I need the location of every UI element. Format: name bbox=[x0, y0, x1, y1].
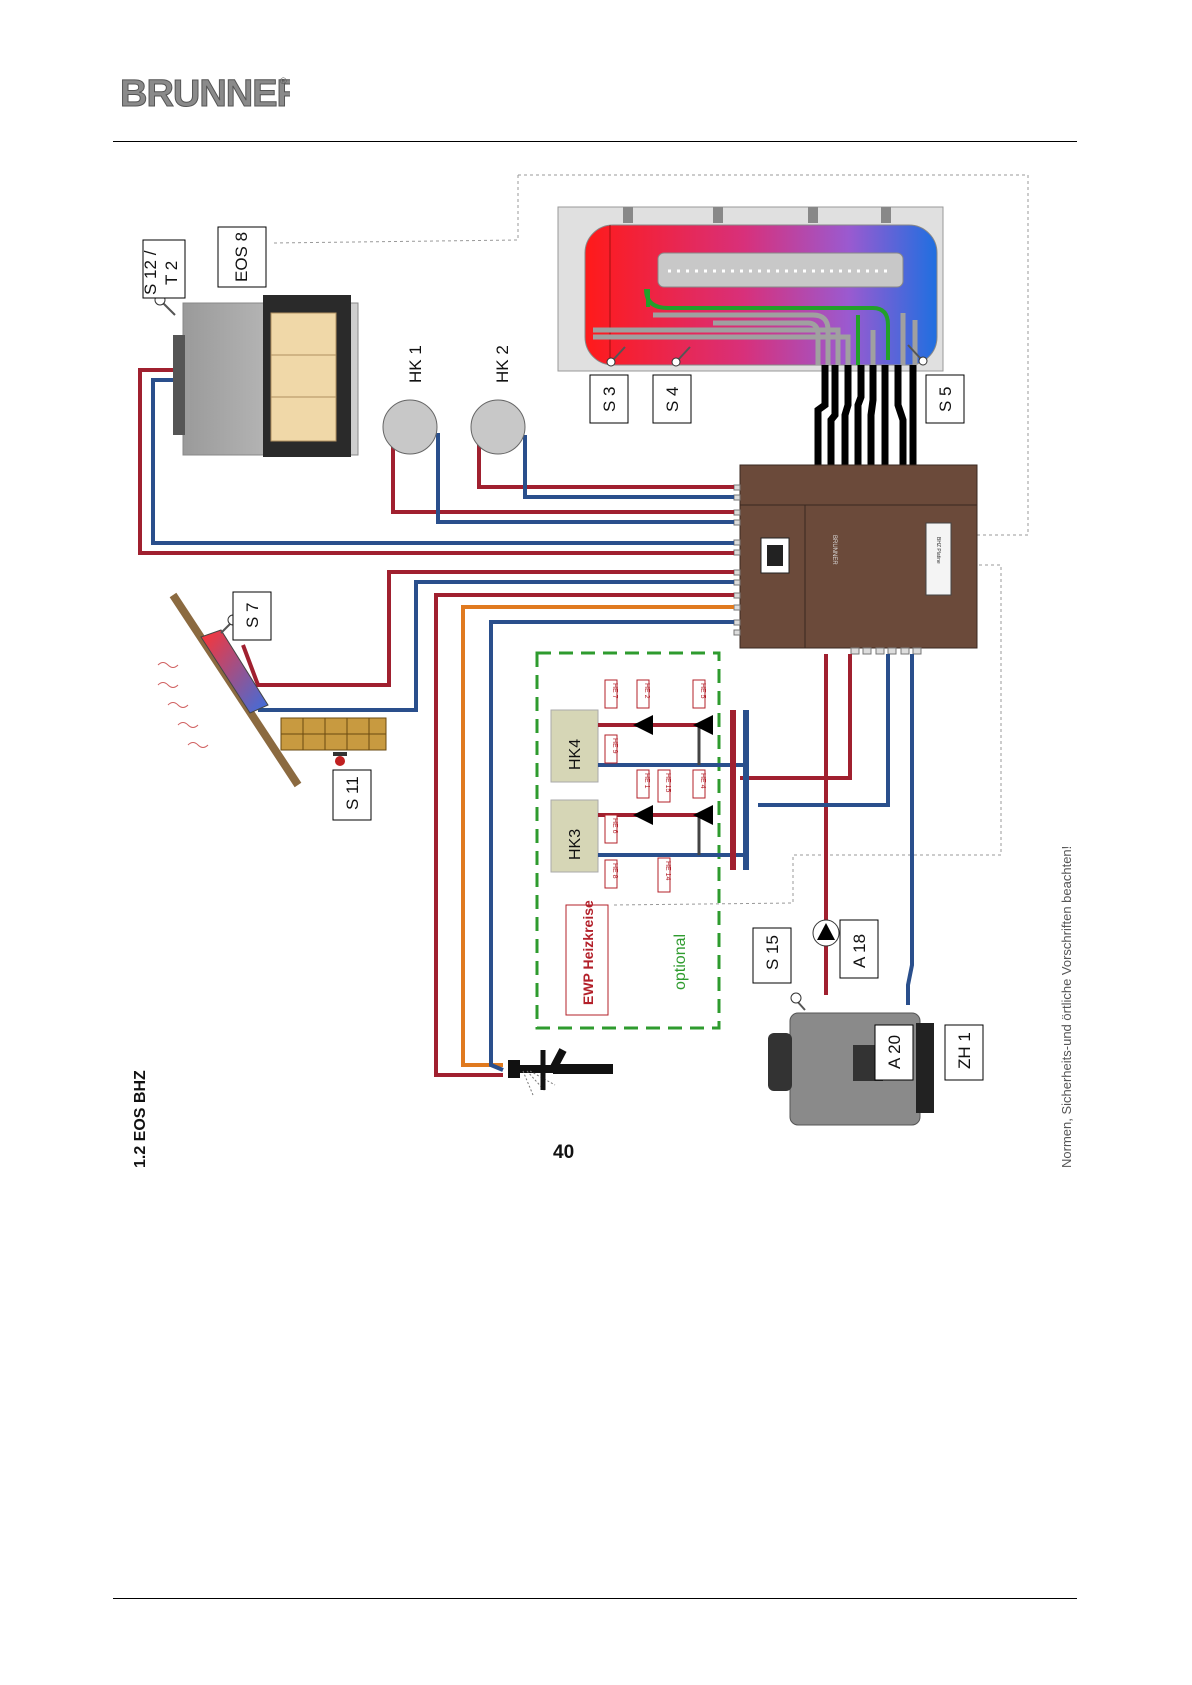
s15-label: S 15 bbox=[763, 935, 782, 970]
he2-label: HE 2 bbox=[643, 683, 650, 699]
valve-hk3-icon bbox=[693, 805, 713, 825]
ewp-heizkreise-label: EWP Heizkreise bbox=[580, 900, 596, 1005]
hk2-label: HK 2 bbox=[493, 345, 512, 383]
pump-hk1 bbox=[383, 400, 437, 454]
controller-brand-label: BRUNNER bbox=[831, 535, 837, 565]
he6-label: HE 6 bbox=[611, 818, 618, 834]
tank-controller-pipes bbox=[818, 365, 913, 465]
he7-label: HE 7 bbox=[611, 683, 618, 699]
s12-label-line2: T 2 bbox=[162, 261, 181, 285]
page-number: 40 bbox=[553, 1142, 574, 1163]
he4-label: HE 4 bbox=[699, 773, 706, 789]
s3-label: S 3 bbox=[600, 386, 619, 412]
header-rule bbox=[113, 141, 1077, 142]
section-title: 1.2 EOS BHZ bbox=[132, 1070, 149, 1168]
eos8-label: EOS 8 bbox=[232, 232, 251, 282]
solar-collector bbox=[158, 595, 298, 785]
he15-label: HE 15 bbox=[664, 773, 671, 793]
s5-label: S 5 bbox=[936, 386, 955, 412]
a20-label: A 20 bbox=[885, 1035, 904, 1069]
optional-label: optional bbox=[672, 934, 689, 990]
safety-note: Normen, Sicherheits-und örtliche Vorschr… bbox=[1059, 846, 1074, 1168]
s11-label: S 11 bbox=[343, 776, 362, 810]
controller-box: BRUNNER BHZ Platine bbox=[740, 465, 977, 648]
he-tags: HE 7 HE 2 HE 5 HE 9 HE 1 HE 15 HE 4 HE 6… bbox=[605, 680, 706, 892]
wood-stack bbox=[281, 718, 386, 766]
dashed-frame-stove bbox=[273, 175, 518, 243]
s4-label: S 4 bbox=[663, 386, 682, 412]
pump-hk4-icon bbox=[633, 715, 653, 735]
ewp-manifold bbox=[598, 710, 746, 870]
he8-label: HE 8 bbox=[611, 863, 618, 879]
he14-label: HE 14 bbox=[664, 861, 671, 881]
hk1-label: HK 1 bbox=[406, 345, 425, 383]
controller-bottom-ports bbox=[851, 648, 921, 654]
s7-label: S 7 bbox=[243, 602, 262, 628]
footer-rule bbox=[113, 1598, 1077, 1599]
pump-hk3-icon bbox=[633, 805, 653, 825]
buffer-tank bbox=[558, 207, 943, 371]
hk4-label: HK4 bbox=[567, 739, 584, 770]
brand-text: BRUNNER bbox=[120, 74, 290, 114]
brand-registered-mark: ® bbox=[280, 76, 287, 86]
brunner-logo: BRUNNER ® bbox=[120, 74, 290, 114]
a18-label: A 18 bbox=[850, 934, 869, 968]
controller-left-ports bbox=[734, 485, 740, 635]
s12-label-line1: S 12 / bbox=[141, 250, 160, 295]
valve-hk4-icon bbox=[693, 715, 713, 735]
he1-label: HE 1 bbox=[643, 773, 650, 789]
zh1-label: ZH 1 bbox=[955, 1032, 974, 1069]
shower-tap bbox=[508, 1050, 613, 1095]
hk3-label: HK3 bbox=[567, 829, 584, 860]
he5-label: HE 5 bbox=[699, 683, 706, 699]
pump-hk2 bbox=[471, 400, 525, 454]
heating-system-diagram: BRUNNER BHZ Platine bbox=[113, 165, 1077, 1265]
fireplace-eos8 bbox=[155, 295, 358, 457]
controller-model-label: BHZ Platine bbox=[935, 537, 941, 564]
he9-label: HE 9 bbox=[611, 738, 618, 754]
